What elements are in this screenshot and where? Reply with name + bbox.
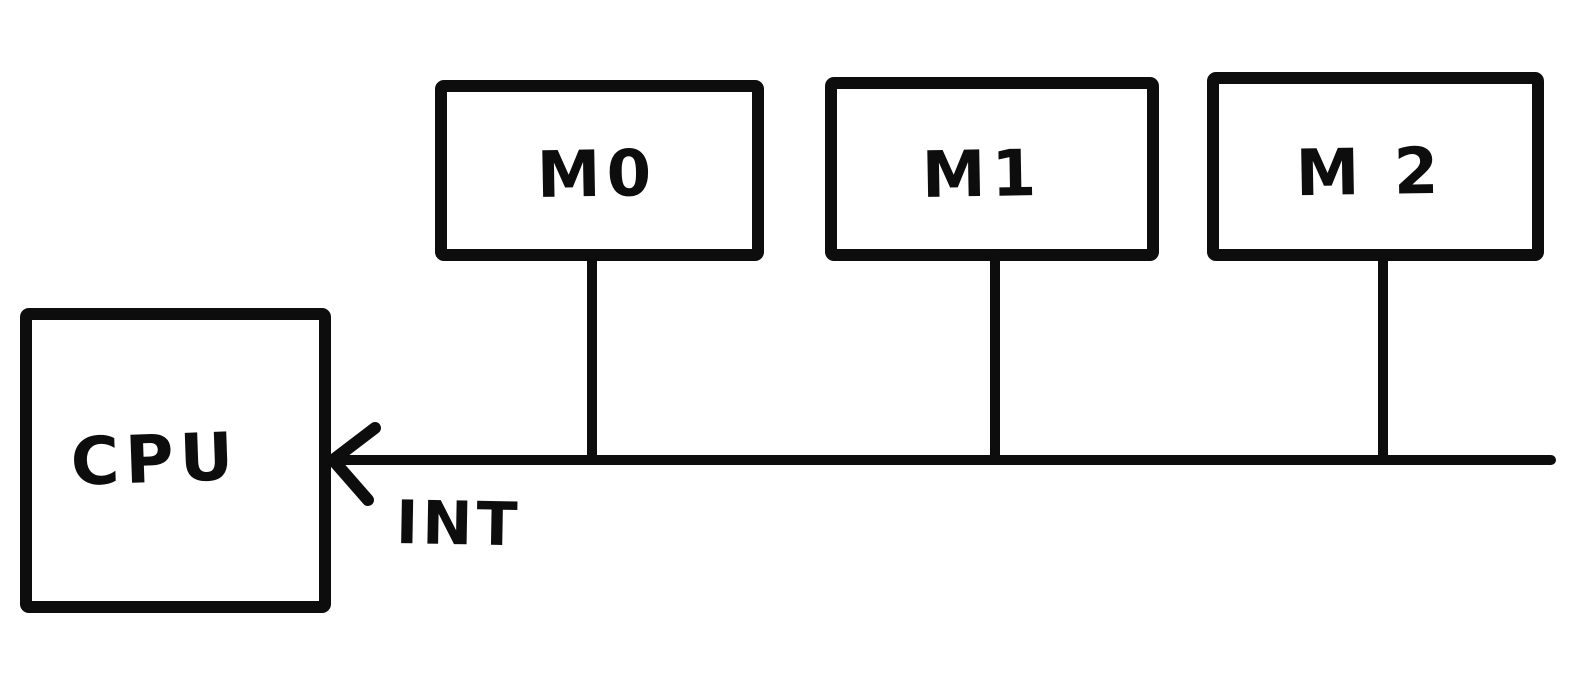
cpu-node: CPU [20,308,331,613]
m2-label: M 2 [1295,135,1445,212]
arrowhead-into-cpu-icon [327,422,381,506]
interrupt-bus: INT [327,422,1556,560]
m0-label: M0 [536,137,657,213]
module-node-m2: M 2 [1207,72,1544,463]
m1-label: M1 [921,137,1042,213]
cpu-box [20,308,331,613]
m2-box [1207,72,1544,261]
module-node-m1: M1 [825,77,1159,463]
cpu-label: CPU [69,418,240,501]
module-node-m0: M0 [435,80,764,463]
int-label: INT [395,488,522,560]
m0-box [435,80,764,261]
